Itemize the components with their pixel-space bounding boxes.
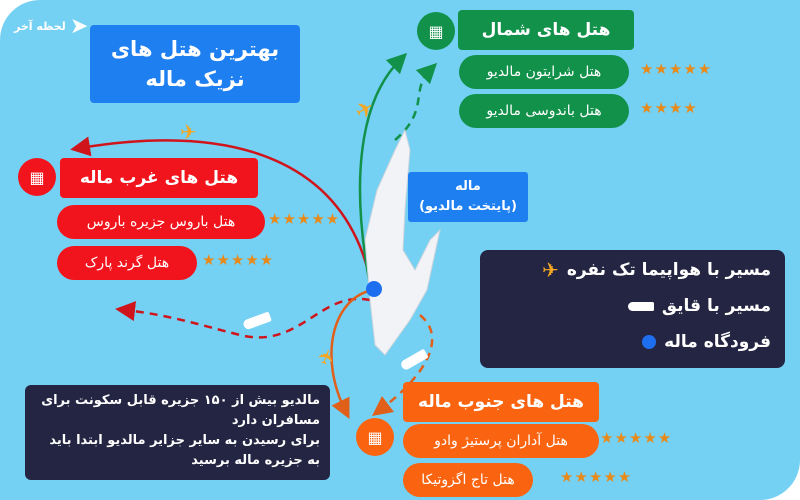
hotel-baros[interactable]: هتل باروس جزیره باروس (57, 205, 265, 239)
legend-label: مسیر با قایق (661, 296, 771, 316)
capital-subtitle: (پایتخت مالدیو) (419, 199, 517, 214)
brand-logo: لحظه آخر ➤ (14, 14, 88, 39)
capital-label: ماله (پایتخت مالدیو) (408, 172, 528, 222)
airport-dot-icon (642, 335, 657, 349)
star-rating: ★★★★ (640, 99, 698, 117)
boat-icon (627, 301, 654, 311)
north-region-heading: هتل های شمال ماله (458, 10, 634, 80)
title-line1: بهترین هتل های (110, 37, 280, 61)
seaplane-icon: ✈ (180, 120, 197, 144)
south-region-heading: هتل های جنوب ماله (403, 382, 599, 422)
info-note: مالدیو بیش از ۱۵۰ جزیره قابل سکونت برای … (25, 385, 330, 480)
star-rating: ★★★★★ (268, 210, 341, 228)
hotel-grand-park[interactable]: هتل گرند پارک (57, 246, 197, 280)
legend-item-boat: مسیر با قایق (480, 288, 785, 324)
hotel-sheraton[interactable]: هتل شرایتون مالدیو (459, 55, 629, 89)
hotel-taj-exotica[interactable]: هتل تاج اگزوتیکا (403, 463, 533, 497)
note-line: برای رسیدن به سایر جزایر مالدیو ابتدا با… (49, 433, 320, 468)
airport-marker (366, 281, 382, 297)
page-title: بهترین هتل های نزیک ماله (90, 25, 300, 103)
note-line: مالدیو بیش از ۱۵۰ جزیره قابل سکونت برای … (41, 393, 320, 428)
legend-item-airport: فرودگاه ماله (480, 324, 785, 360)
star-rating: ★★★★★ (202, 251, 275, 269)
hotel-building-icon: ▦ (356, 418, 394, 456)
map-legend: ✈ مسیر با هواپیما تک نفره مسیر با قایق ف… (480, 250, 785, 368)
hotel-building-icon: ▦ (18, 158, 56, 196)
title-line2: نزیک ماله (145, 67, 245, 91)
seaplane-icon: ✈ (542, 258, 559, 282)
star-rating: ★★★★★ (640, 60, 713, 78)
hotel-bandos[interactable]: هتل باندوسی مالدیو (459, 94, 629, 128)
capital-name: ماله (455, 179, 481, 194)
hotel-building-icon: ▦ (417, 12, 455, 50)
brand-logo-text: لحظه آخر (14, 20, 66, 33)
legend-label: مسیر با هواپیما تک نفره (566, 260, 771, 280)
star-rating: ★★★★★ (600, 429, 673, 447)
hotel-adaaran-vadoo[interactable]: هتل آداران پرستیژ وادو (403, 424, 599, 458)
paper-plane-icon: ➤ (69, 14, 89, 39)
star-rating: ★★★★★ (560, 468, 633, 486)
male-island-map (364, 128, 441, 356)
legend-item-seaplane: ✈ مسیر با هواپیما تک نفره (480, 252, 785, 288)
west-region-heading: هتل های غرب ماله (60, 158, 258, 198)
legend-label: فرودگاه ماله (664, 332, 771, 352)
